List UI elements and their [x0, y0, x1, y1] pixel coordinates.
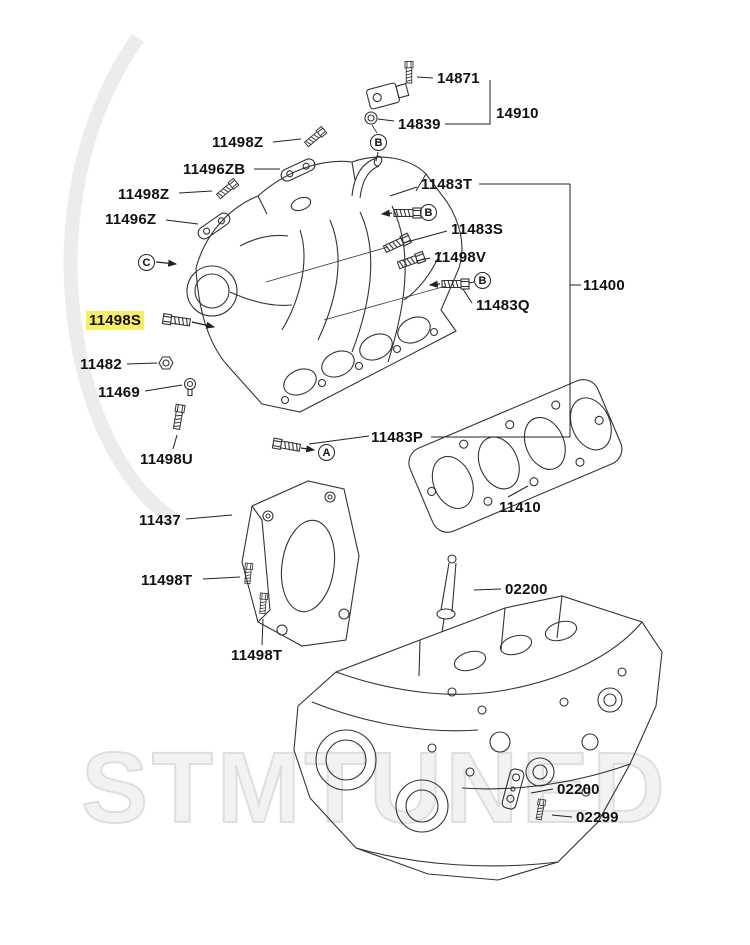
watermark-swoosh — [63, 33, 179, 526]
callout-c: C — [138, 254, 155, 271]
engine-head-drawing — [293, 595, 663, 881]
elbow-pipe-drawing — [351, 155, 383, 199]
part-label-14839[interactable]: 14839 — [398, 116, 441, 133]
part-label-11498z-2[interactable]: 11498Z — [118, 186, 170, 203]
part-label-11498v[interactable]: 11498V — [434, 249, 487, 266]
part-label-11400[interactable]: 11400 — [583, 277, 625, 294]
part-label-02200-1[interactable]: 02200 — [505, 581, 548, 598]
part-label-02299[interactable]: 02299 — [576, 809, 619, 826]
bolt-icon-11483q — [441, 278, 470, 290]
cam-sensor-drawing — [364, 82, 410, 134]
bracket-11496zb-drawing — [280, 158, 316, 182]
part-label-11483q[interactable]: 11483Q — [476, 297, 530, 314]
o-ring-icon — [364, 111, 378, 125]
watermark-text: STMTUNED — [81, 732, 669, 844]
bolt-icon-11483s — [382, 232, 413, 255]
part-label-11496zb[interactable]: 11496ZB — [183, 161, 246, 178]
part-label-11437[interactable]: 11437 — [139, 512, 181, 529]
bolt-icon-11498v — [396, 250, 427, 271]
part-label-14871[interactable]: 14871 — [437, 70, 480, 87]
bracket-11496z-drawing — [197, 212, 231, 240]
small-bracket-drawing — [501, 768, 525, 810]
part-label-11483p[interactable]: 11483P — [371, 429, 424, 446]
bolt-icon-11498z-1 — [303, 125, 328, 149]
part-label-02200-2[interactable]: 02200 — [557, 781, 600, 798]
callout-b-3: B — [474, 272, 491, 289]
bolt-icon-11498t-2 — [258, 592, 269, 615]
leader-lines — [126, 76, 581, 818]
part-label-11498s[interactable]: 11498S — [86, 311, 145, 330]
part-label-11496z[interactable]: 11496Z — [105, 211, 157, 228]
intake-manifold-drawing — [186, 156, 463, 413]
fasteners — [158, 60, 547, 821]
funnel-drawing — [436, 554, 457, 633]
part-label-14910[interactable]: 14910 — [496, 105, 539, 122]
part-label-11483t[interactable]: 11483T — [421, 176, 473, 193]
bolt-icon-11483p — [271, 437, 302, 454]
part-label-11498z-1[interactable]: 11498Z — [212, 134, 264, 151]
callout-a: A — [318, 444, 335, 461]
part-label-11498t-1[interactable]: 11498T — [141, 572, 193, 589]
part-label-11410[interactable]: 11410 — [499, 499, 541, 516]
part-label-11469[interactable]: 11469 — [98, 384, 140, 401]
gasket-drawing — [408, 379, 623, 533]
bolt-icon-11483t — [393, 207, 422, 219]
callout-arrows — [155, 209, 441, 453]
bolt-icon-14871 — [404, 60, 414, 84]
bolt-icon-11498u — [171, 403, 186, 431]
part-label-11498u[interactable]: 11498U — [140, 451, 193, 468]
callout-b-1: B — [370, 134, 387, 151]
part-label-11482[interactable]: 11482 — [80, 356, 122, 373]
bolt-icon-11498z-2 — [215, 177, 240, 201]
washer-icon-11469 — [183, 377, 197, 397]
callout-b-2: B — [420, 204, 437, 221]
part-label-11498t-2[interactable]: 11498T — [231, 647, 283, 664]
support-bracket-drawing — [241, 480, 360, 647]
part-label-11483s[interactable]: 11483S — [451, 221, 504, 238]
nut-icon-11482 — [158, 356, 174, 370]
bolt-icon-11498s — [161, 313, 192, 328]
